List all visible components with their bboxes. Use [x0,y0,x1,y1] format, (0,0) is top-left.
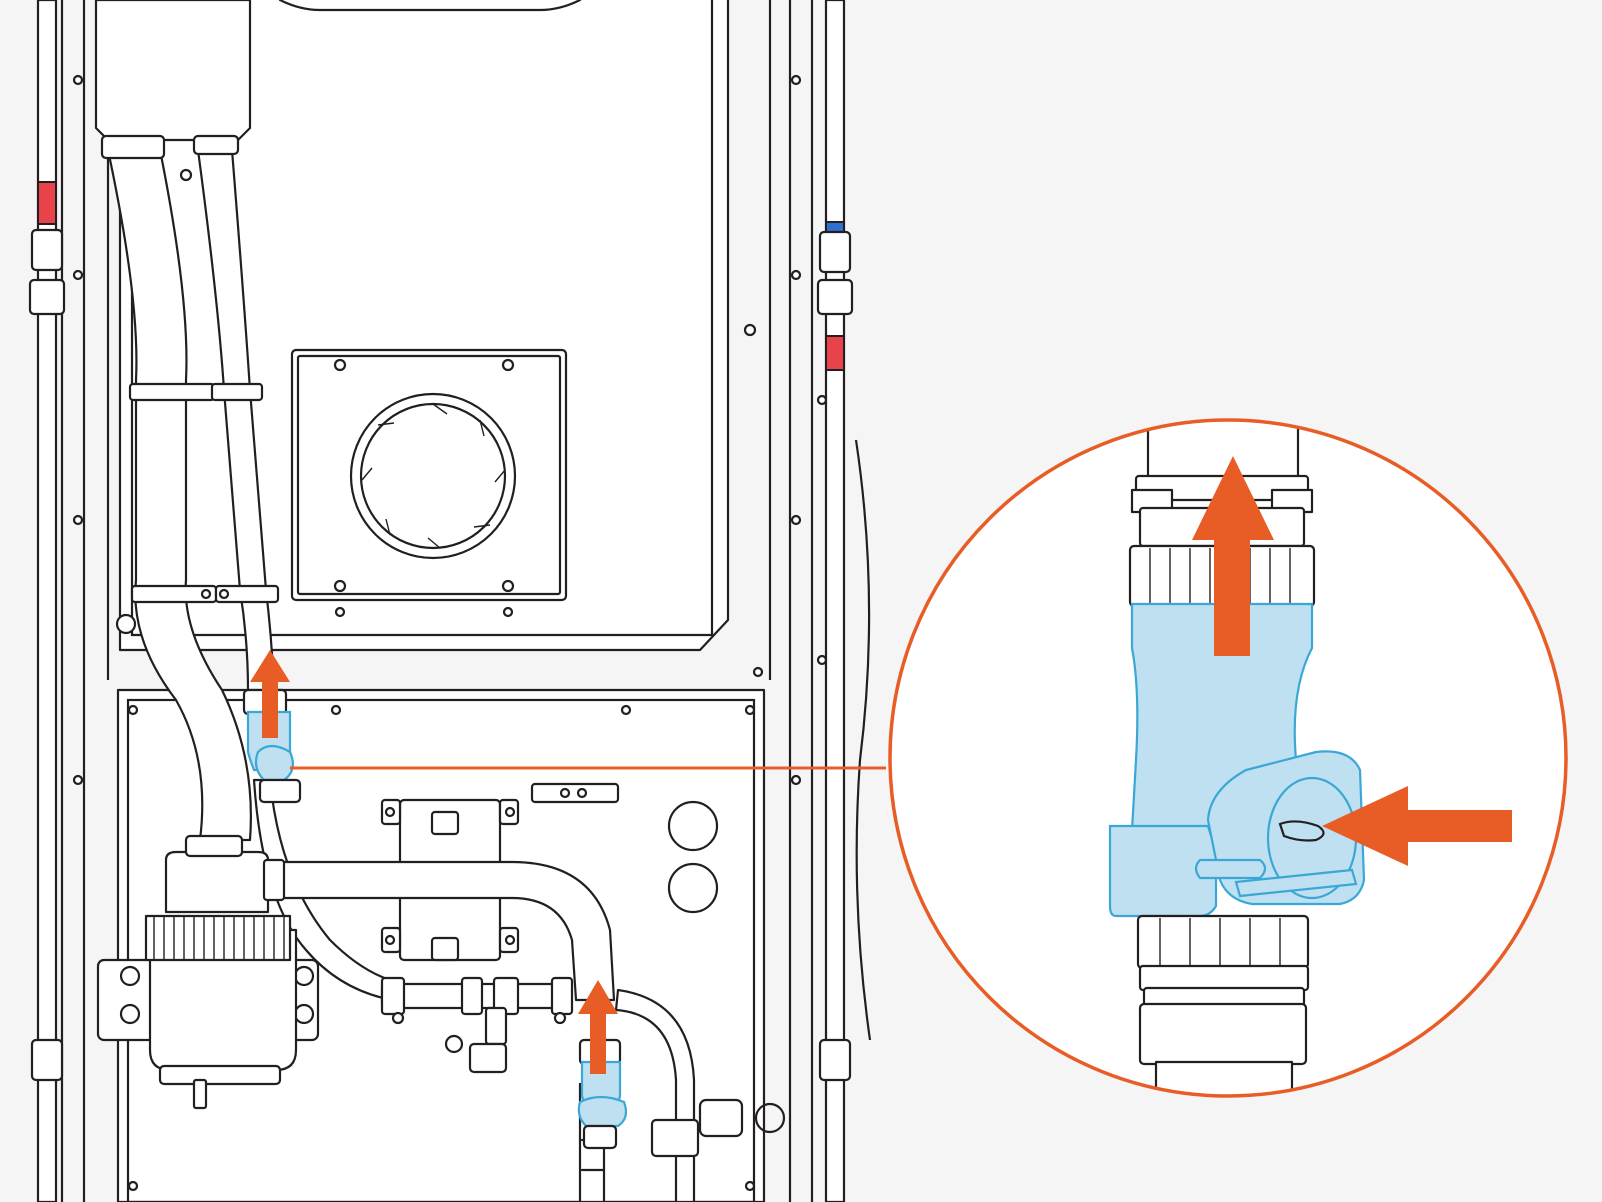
callout-ring [888,418,1568,1098]
flow-arrow-upper [250,650,290,738]
check-valve-upper [242,688,302,804]
zoom-callout [888,418,1568,1098]
side-hoses [28,0,872,1202]
tee-fitting [380,976,574,1074]
flow-arrow-lower [578,980,618,1074]
pump-assembly [96,834,616,1110]
fan-window [290,348,568,618]
zoom-arrow-left [1322,786,1512,866]
zoom-arrow-up [1192,456,1274,656]
upper-panel [94,0,764,678]
